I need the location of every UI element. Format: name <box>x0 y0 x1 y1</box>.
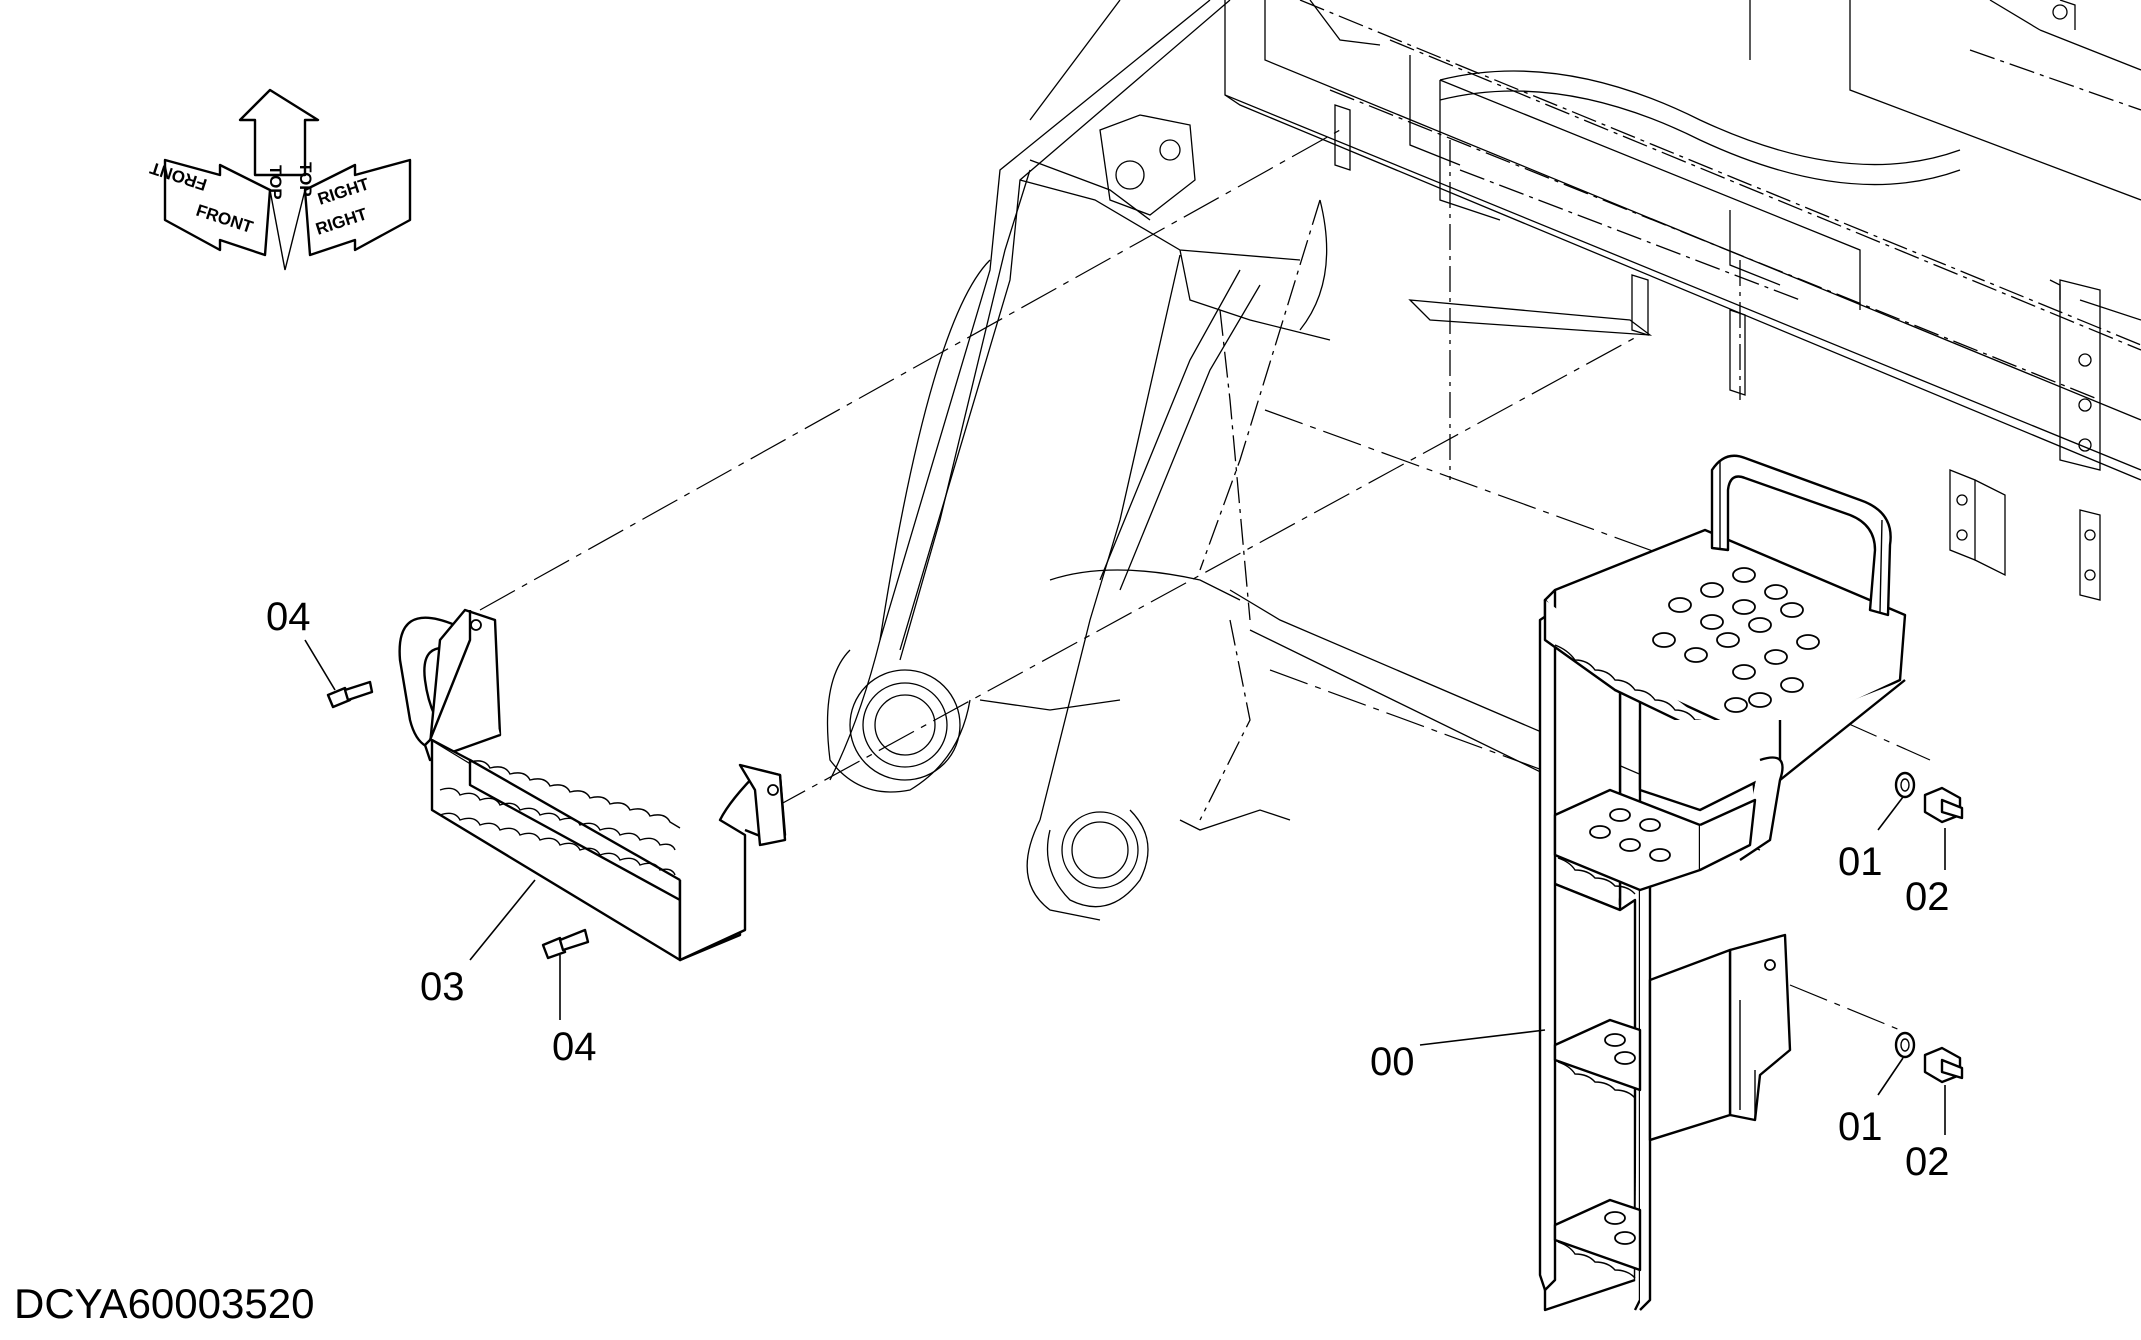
bolt-top-left-icon <box>328 682 372 707</box>
bolt-upper-icon <box>1925 788 1962 822</box>
callout-bolt-lower: 02 <box>1905 1140 1950 1184</box>
callout-washer-lower: 01 <box>1838 1105 1883 1149</box>
bolt-lower-icon <box>1925 1048 1962 1082</box>
bracket-step-part <box>400 610 785 960</box>
callout-washer-upper: 01 <box>1838 840 1883 884</box>
callout-bracket-step: 03 <box>420 965 465 1009</box>
washer-upper-icon <box>1896 773 1914 797</box>
top-label: TOP <box>266 165 285 200</box>
callout-bolt-bottom: 04 <box>552 1025 597 1069</box>
bolt-bottom-icon <box>543 930 588 958</box>
callout-bolt-upper: 02 <box>1905 875 1950 919</box>
callout-step-assembly: 00 <box>1370 1040 1415 1084</box>
washer-lower-icon <box>1896 1033 1914 1057</box>
top-label-mirror: TOP <box>296 162 315 197</box>
orientation-indicator: FRONT FRONT TOP TOP RIGHT RIGHT <box>147 90 410 270</box>
document-id: DCYA60003520 <box>14 1280 314 1327</box>
callout-bolt-top-left: 04 <box>266 595 311 639</box>
machine-frame-background <box>828 0 2141 920</box>
